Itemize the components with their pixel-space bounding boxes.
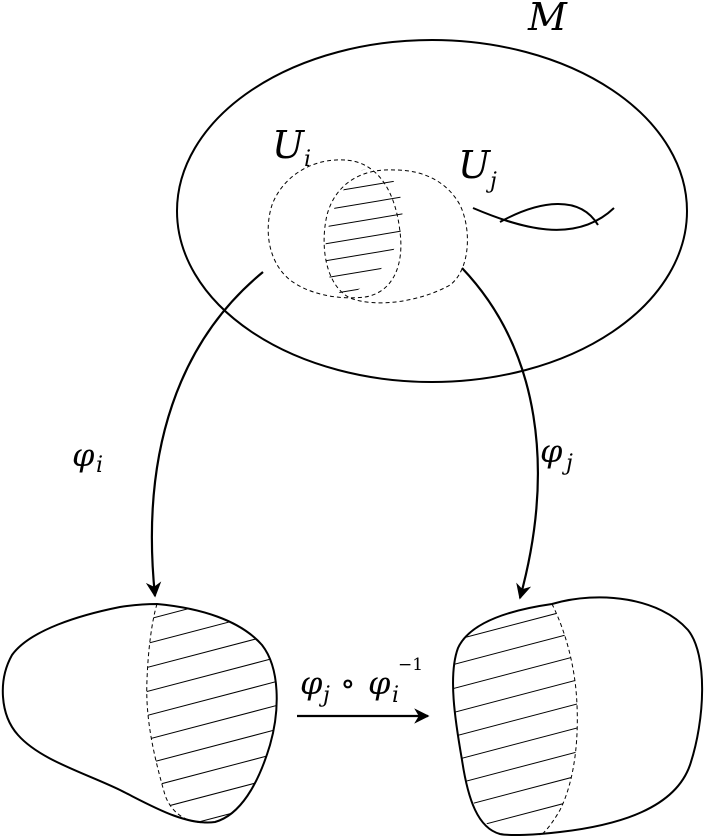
chart-label-ui-main: U: [272, 123, 306, 167]
chart-label-uj: U j: [458, 143, 497, 194]
image-right-hatching: [453, 604, 578, 834]
manifold-label: M: [527, 0, 568, 39]
map-label-phi-i: φ i: [72, 436, 103, 478]
chart-region-ui: [267, 159, 402, 299]
transition-label: φ j ∘ φ i −1: [300, 655, 423, 708]
manifold-hole: [472, 207, 615, 231]
map-label-phi-j: φ j: [540, 432, 573, 476]
image-right-dashed-boundary: [539, 603, 578, 837]
map-arrow-phi-j: [461, 267, 539, 600]
map-label-phi-j-main: φ: [540, 432, 563, 470]
chart-label-uj-main: U: [458, 143, 492, 187]
transition-sub-2: i: [392, 683, 399, 708]
transition-compose-symbol: ∘: [340, 664, 356, 702]
transition-phi-1: φ: [300, 664, 323, 702]
manifold-hole-arc: [499, 203, 599, 226]
transition-phi-2: φ: [368, 664, 391, 702]
map-label-phi-i-main: φ: [72, 436, 95, 474]
map-label-phi-i-sub: i: [96, 453, 103, 478]
image-left-hatching: [146, 604, 277, 823]
image-region-left: [1, 602, 278, 824]
image-left-dashed-boundary: [146, 603, 216, 824]
chart-label-ui: U i: [272, 123, 311, 172]
transition-sup: −1: [398, 655, 423, 675]
manifold-outline: [176, 39, 688, 383]
image-region-right: [452, 596, 704, 837]
map-label-phi-j-sub: j: [561, 451, 573, 476]
overlap-hatching: [325, 169, 403, 296]
chart-label-ui-sub: i: [304, 147, 311, 172]
map-arrow-phi-i: [145, 271, 264, 598]
